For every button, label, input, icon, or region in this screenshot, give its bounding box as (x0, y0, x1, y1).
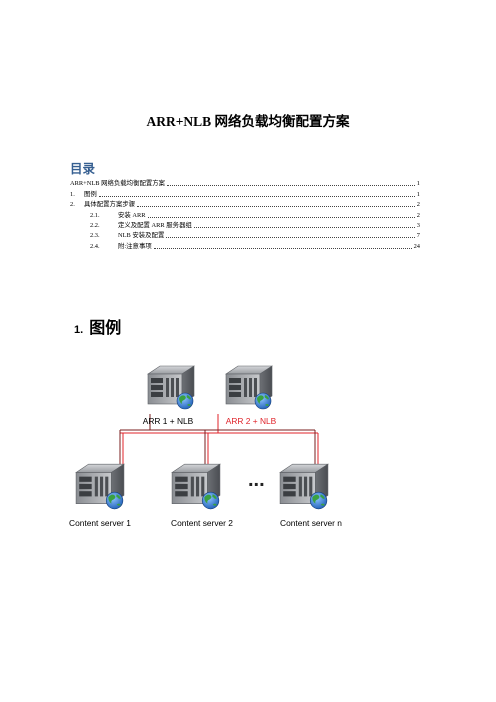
server-icon (171, 463, 221, 510)
content-server-1: Content server 1 (69, 463, 131, 528)
content-server-2-label: Content server 2 (171, 518, 233, 528)
toc-entry-page: 2 (416, 211, 420, 219)
toc-entry-text: 图例 (84, 190, 97, 198)
toc-entry[interactable]: 2.2. 定义及配置 ARR 服务器组 3 (70, 220, 420, 230)
toc-entry-page: 2 (416, 201, 420, 209)
toc-leader-dots (193, 226, 415, 228)
toc-entry-number: 2.3. (90, 232, 100, 240)
content-server-n: Content server n (279, 463, 342, 528)
arr-server-1-label: ARR 1 + NLB (143, 416, 194, 426)
toc-entry-text: ARR+NLB 网络负载均衡配置方案 (70, 180, 166, 188)
toc-entry[interactable]: 2.1. 安装 ARR 2 (70, 209, 420, 219)
toc-leader-dots (98, 195, 415, 197)
content-server-1-label: Content server 1 (69, 518, 131, 528)
arr-server-2-label: ARR 2 + NLB (226, 416, 277, 426)
section-title: 图例 (89, 320, 122, 337)
server-icon (279, 463, 329, 510)
toc-entry[interactable]: 1. 图例 1 (70, 188, 420, 198)
toc-heading: 目录 (70, 162, 96, 176)
table-of-contents: ARR+NLB 网络负载均衡配置方案 1 1. 图例 1 2. 具体配置方案步骤… (70, 178, 420, 251)
toc-entry-number: 2.2. (90, 221, 100, 229)
toc-entry-page: 24 (413, 242, 420, 250)
server-icon (147, 365, 195, 410)
toc-entry-page: 1 (416, 190, 420, 198)
content-server-2: Content server 2 (171, 463, 233, 528)
toc-entry-number: 2.4. (90, 242, 100, 250)
toc-entry-page: 7 (416, 232, 420, 240)
toc-leader-dots (137, 206, 415, 208)
network-diagram: ARR 1 + NLB ARR 2 + NLB Content server 1… (69, 365, 342, 528)
toc-entry[interactable]: 2. 具体配置方案步骤 2 (70, 199, 420, 209)
connection-lines (119, 414, 319, 468)
toc-entry-text: 附:注意事项 (118, 242, 152, 250)
section-heading-legend: 1. 图例 (74, 314, 121, 338)
toc-entry-page: 3 (416, 221, 420, 229)
arr-server-1: ARR 1 + NLB (143, 365, 195, 426)
server-icon (75, 463, 125, 510)
document-title: ARR+NLB 网络负载均衡配置方案 (146, 114, 350, 129)
toc-entry[interactable]: 2.3. NLB 安装及配置 7 (70, 230, 420, 240)
toc-leader-dots (167, 185, 415, 187)
toc-entry-page: 1 (416, 180, 420, 188)
toc-entry-number: 1. (70, 190, 75, 198)
toc-entry-text: 安装 ARR (118, 211, 146, 219)
toc-entry-text: 定义及配置 ARR 服务器组 (118, 221, 192, 229)
toc-entry[interactable]: 2.4. 附:注意事项 24 (70, 240, 420, 250)
ellipsis-more-servers: ... (248, 469, 265, 491)
server-icon (225, 365, 273, 410)
arr-server-2: ARR 2 + NLB (225, 365, 277, 426)
toc-leader-dots (166, 237, 415, 239)
section-number: 1. (74, 324, 84, 336)
toc-leader-dots (153, 247, 412, 249)
toc-leader-dots (147, 216, 415, 218)
toc-entry-text: NLB 安装及配置 (118, 232, 165, 240)
toc-entry-number: 2. (70, 201, 75, 209)
toc-entry-text: 具体配置方案步骤 (84, 201, 136, 209)
content-server-n-label: Content server n (280, 518, 342, 528)
toc-entry-number: 2.1. (90, 211, 100, 219)
toc-entry[interactable]: ARR+NLB 网络负载均衡配置方案 1 (70, 178, 420, 188)
